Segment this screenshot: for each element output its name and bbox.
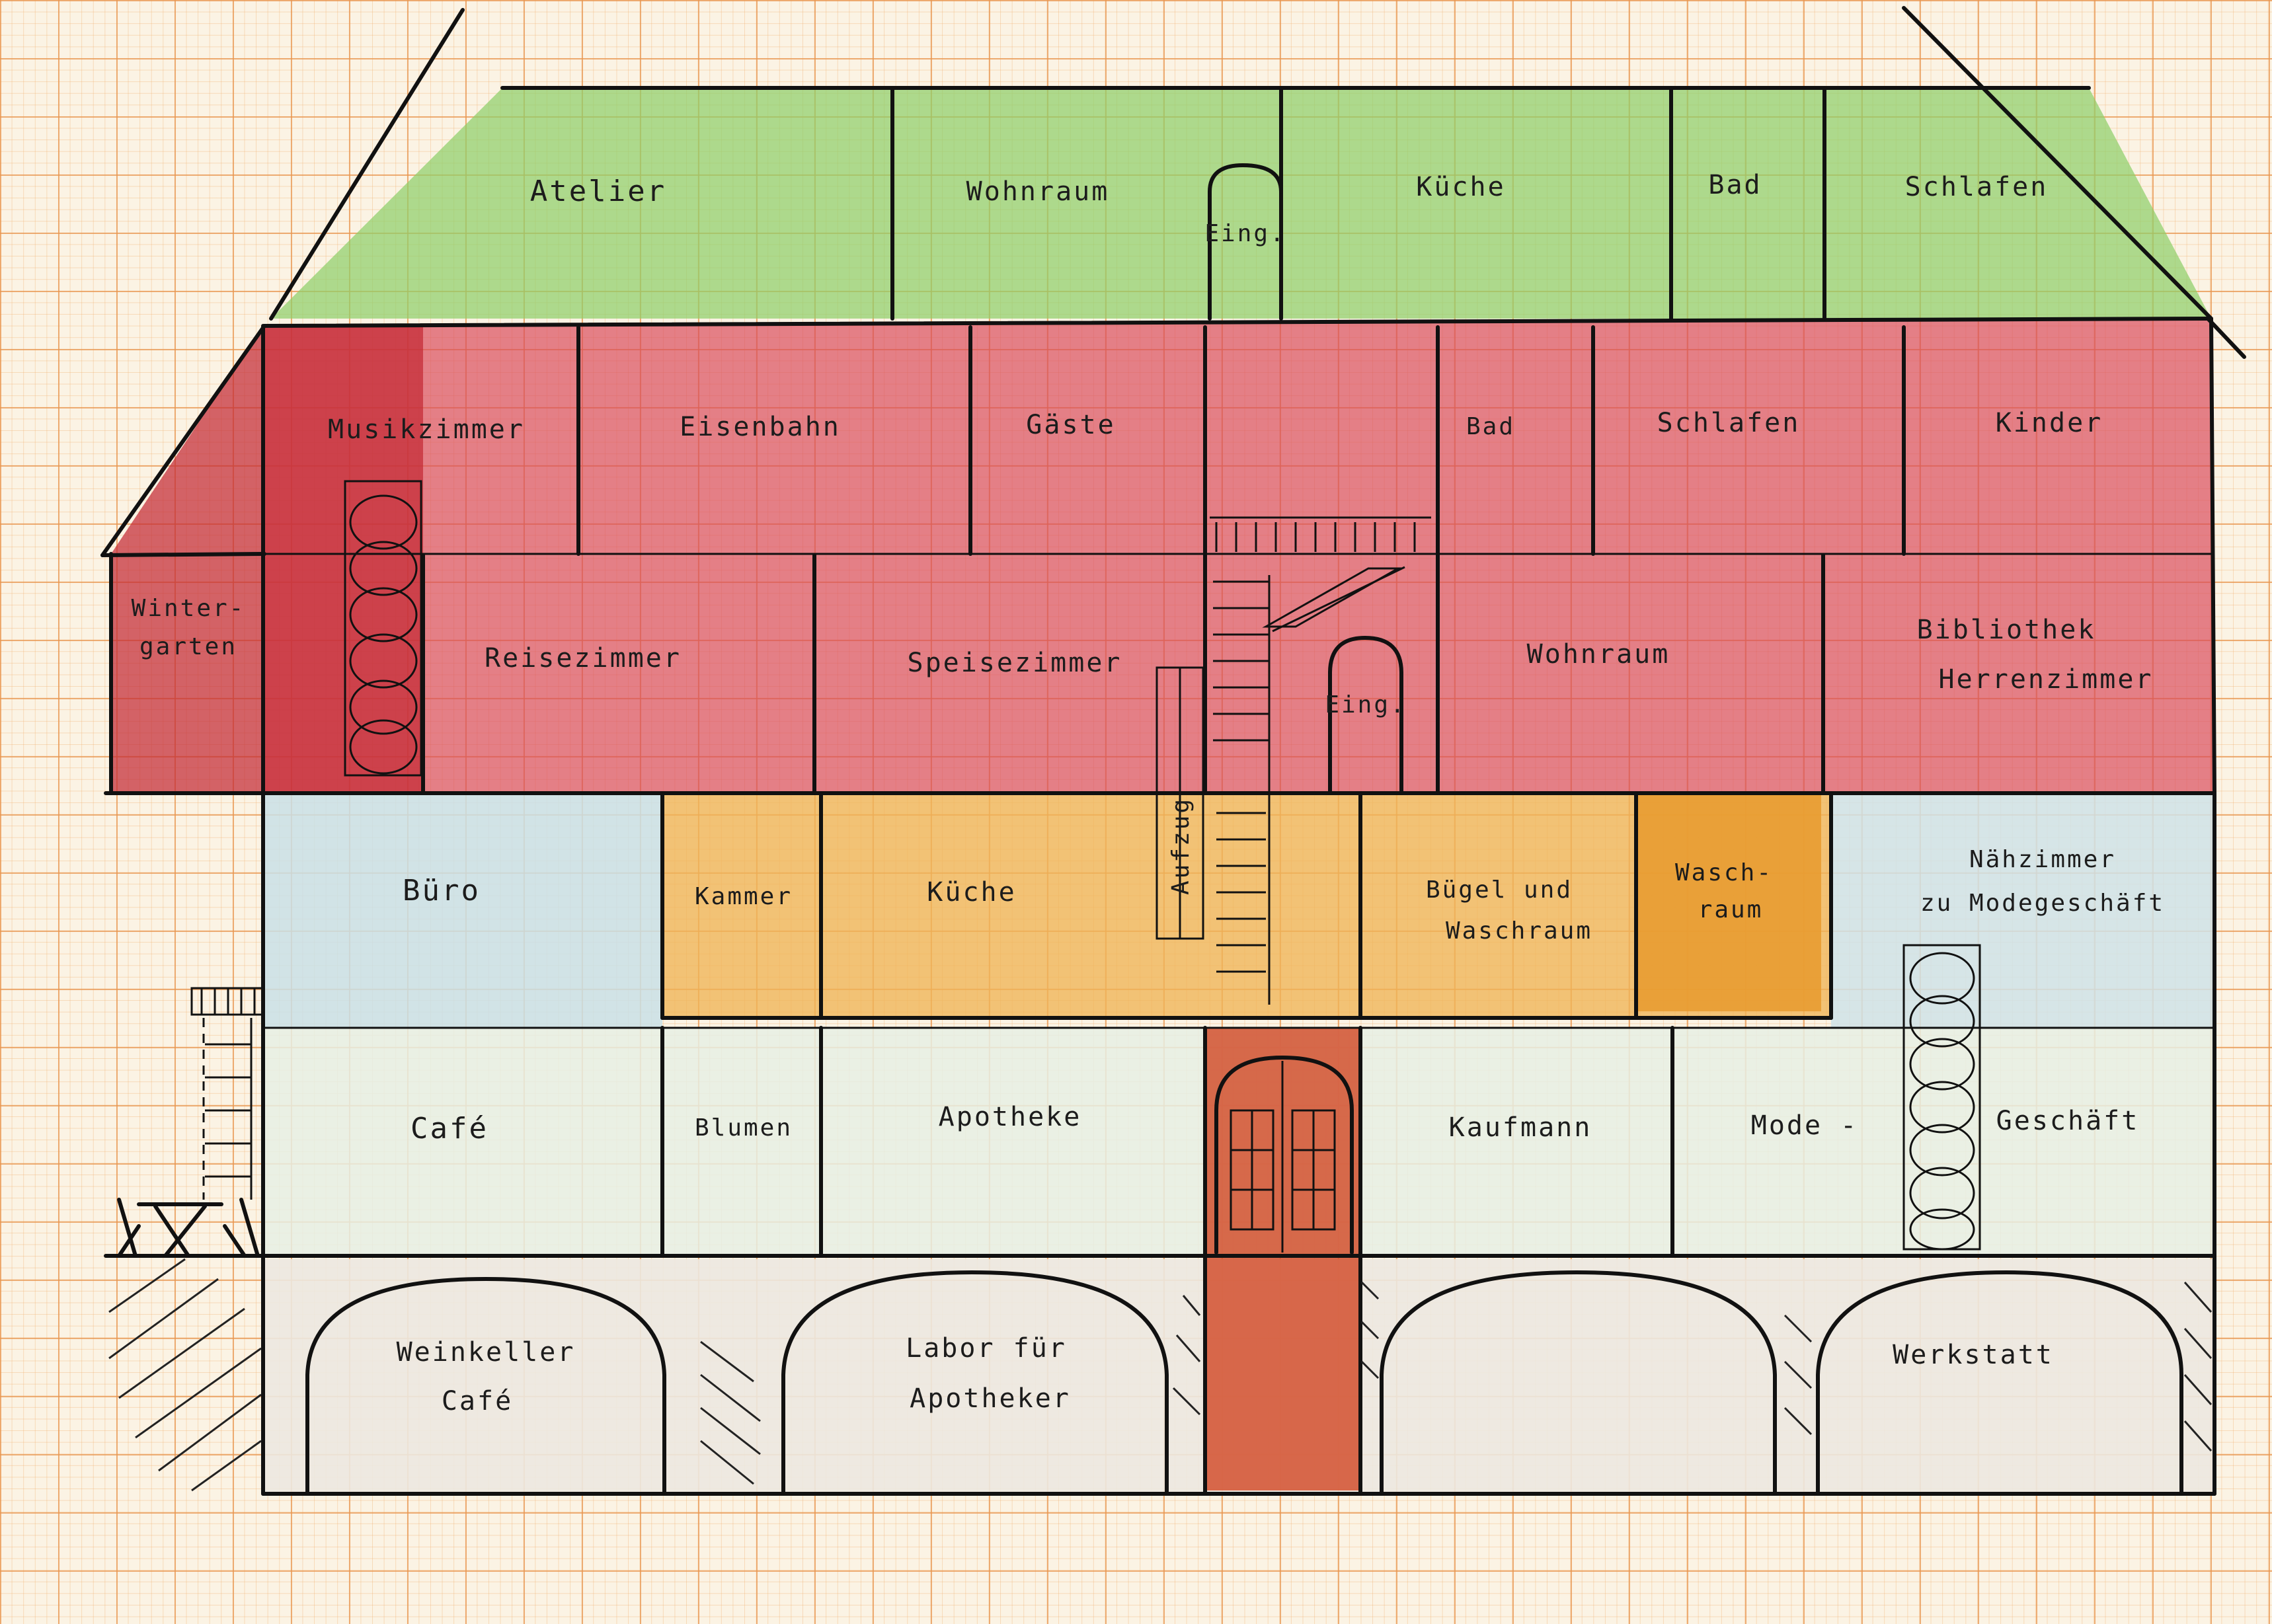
label-kammer: Kammer [695,883,793,910]
label-wintergarten-1: Winter- [132,595,246,622]
label-bad-attic: Bad [1708,170,1762,200]
label-schlafen-upper: Schlafen [1657,408,1801,438]
label-nahzimmer-2: zu Modegeschäft [1920,890,2165,917]
buero-zone [263,793,662,1028]
label-speisezimmer: Speisezimmer [908,648,1122,678]
label-buegel-1: Bügel und [1426,876,1573,904]
label-geschaeft: Geschäft [1996,1106,2140,1136]
label-schlafen-attic: Schlafen [1905,172,2049,202]
label-buegel-2: Waschraum [1446,917,1592,945]
spiral-stair-right [1909,952,1975,1251]
label-kinder: Kinder [1996,408,2103,438]
cafe-terrace [117,987,264,1258]
basement-arches [305,1270,2183,1496]
label-kueche-attic: Küche [1416,172,1505,202]
label-wasch-2: raum [1698,896,1764,923]
label-gaeste: Gäste [1026,410,1115,440]
label-atelier: Atelier [530,174,666,208]
label-cafe: Café [411,1112,489,1145]
label-weinkeller-cafe: Café [442,1386,513,1416]
upper-floor-zone [261,319,2214,793]
label-bibliothek: Bibliothek [1917,615,2096,645]
label-herrenzimmer: Herrenzimmer [1939,664,2154,695]
middle-floor-walls [261,666,2216,1251]
label-bad-upper: Bad [1466,413,1515,440]
label-eingang-attic: Eing. [1204,220,1286,247]
label-wintergarten-2: garten [139,633,237,660]
label-wohnraum-attic: Wohnraum [966,176,1110,207]
label-werkstatt: Werkstatt [1893,1340,2054,1370]
label-wohnraum-upper: Wohnraum [1527,639,1670,670]
label-musikzimmer: Musikzimmer [328,414,525,445]
label-eingang-upper: Eing. [1325,691,1406,718]
label-aufzug: Aufzug [1167,797,1195,895]
waschraum-zone [1636,793,1821,1011]
label-nahzimmer-1: Nähzimmer [1969,846,2116,873]
nahzimmer-zone [1831,793,2214,1028]
label-wasch-1: Wasch- [1675,859,1773,886]
wintergarten-zone [111,326,423,793]
attic-zone [271,88,2211,319]
label-reisezimmer: Reisezimmer [485,643,682,674]
label-eisenbahn: Eisenbahn [680,412,841,442]
label-blumen: Blumen [695,1114,793,1141]
label-labor: Labor für [906,1333,1067,1364]
basement-hatching [700,1281,2213,1485]
label-apotheke: Apotheke [939,1102,1082,1132]
ground-floor-walls [104,1026,2216,1496]
label-apotheker: Apotheker [910,1383,1071,1414]
ground-hatching [108,1258,262,1492]
label-mode: Mode - [1751,1110,1859,1141]
attic-walls [890,86,1826,321]
spiral-stair-left [349,494,418,775]
upper-floor-walls [104,317,2216,795]
label-weinkeller: Weinkeller [397,1337,576,1368]
stair-treads-upper [1213,522,1416,793]
label-kueche-middle: Küche [927,877,1016,908]
label-buero: Büro [403,874,481,908]
label-kaufmann: Kaufmann [1449,1112,1592,1143]
